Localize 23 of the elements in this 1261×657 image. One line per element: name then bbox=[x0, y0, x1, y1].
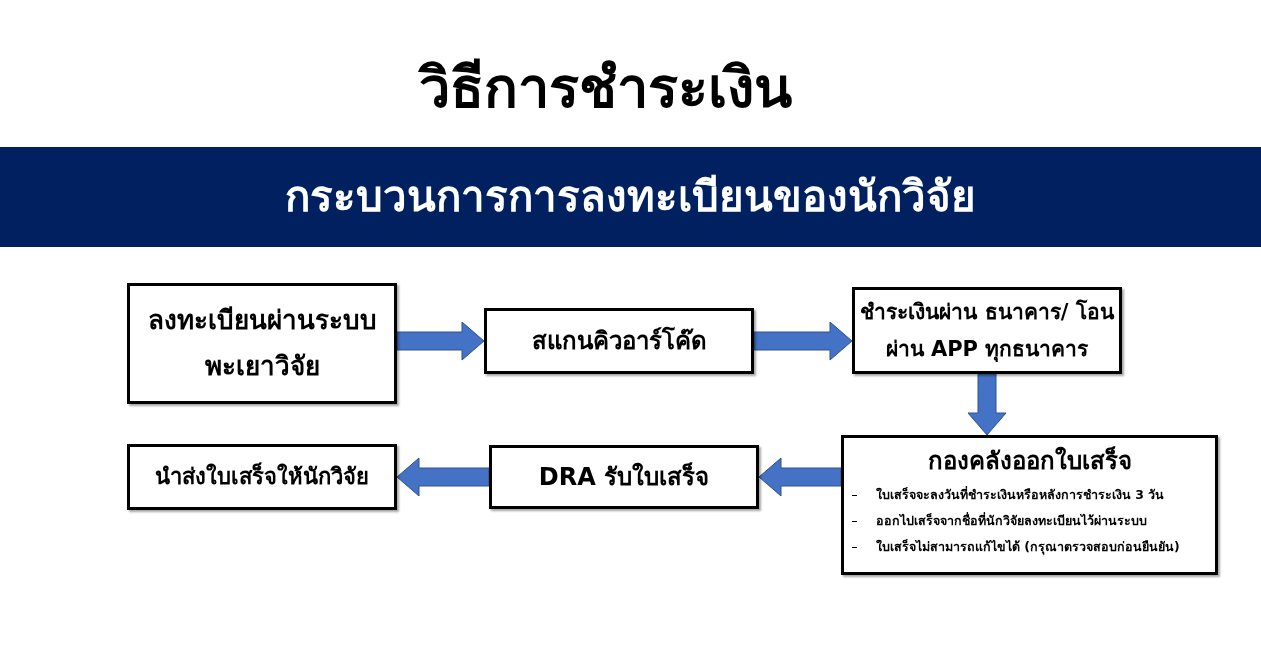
title-band bbox=[0, 147, 1261, 247]
bullet-text: ออกไปเสร็จจากชื่อที่นักวิจัยลงทะเบียนไว้ผ่านระบบ bbox=[876, 513, 1147, 528]
process-box bbox=[852, 287, 1122, 374]
process-box bbox=[127, 444, 397, 510]
process-box bbox=[489, 445, 759, 509]
title: วิธีการชำระเงิน bbox=[417, 54, 793, 122]
box-label: DRA รับใบเสร็จ bbox=[538, 461, 710, 493]
block-arrow bbox=[396, 457, 490, 497]
process-box bbox=[841, 435, 1218, 575]
bullet-text: ใบเสร็จจะลงวันที่ชำระเงินหรือหลังการชำระเงิน 3 วัน bbox=[876, 487, 1165, 502]
block-arrow bbox=[396, 321, 485, 361]
box-label: สแกนคิวอาร์โค๊ด bbox=[531, 325, 707, 357]
box-heading: กองคลังออกใบเสร็จ bbox=[927, 445, 1132, 477]
block-arrow bbox=[753, 321, 853, 361]
block-arrow bbox=[758, 457, 842, 497]
block-arrow bbox=[967, 373, 1007, 436]
box-label: นำส่งใบเสร็จให้นักวิจัย bbox=[155, 461, 369, 491]
box-label: ลงทะเบียนผ่านระบบ พะเยาวิจัย bbox=[146, 304, 378, 383]
bullet-text: ใบเสร็จไม่สามารถแก้ไขได้ (กรุณาตรวจสอบก่อนยืนยัน) bbox=[876, 539, 1180, 554]
process-box bbox=[484, 308, 754, 374]
process-box bbox=[127, 283, 397, 404]
band-heading: กระบวนการการลงทะเบียนของนักวิจัย bbox=[285, 171, 976, 224]
box-label: ชำระเงินผ่าน ธนาคาร/ โอนผ่าน APP ทุกธนาคาร bbox=[859, 298, 1116, 364]
